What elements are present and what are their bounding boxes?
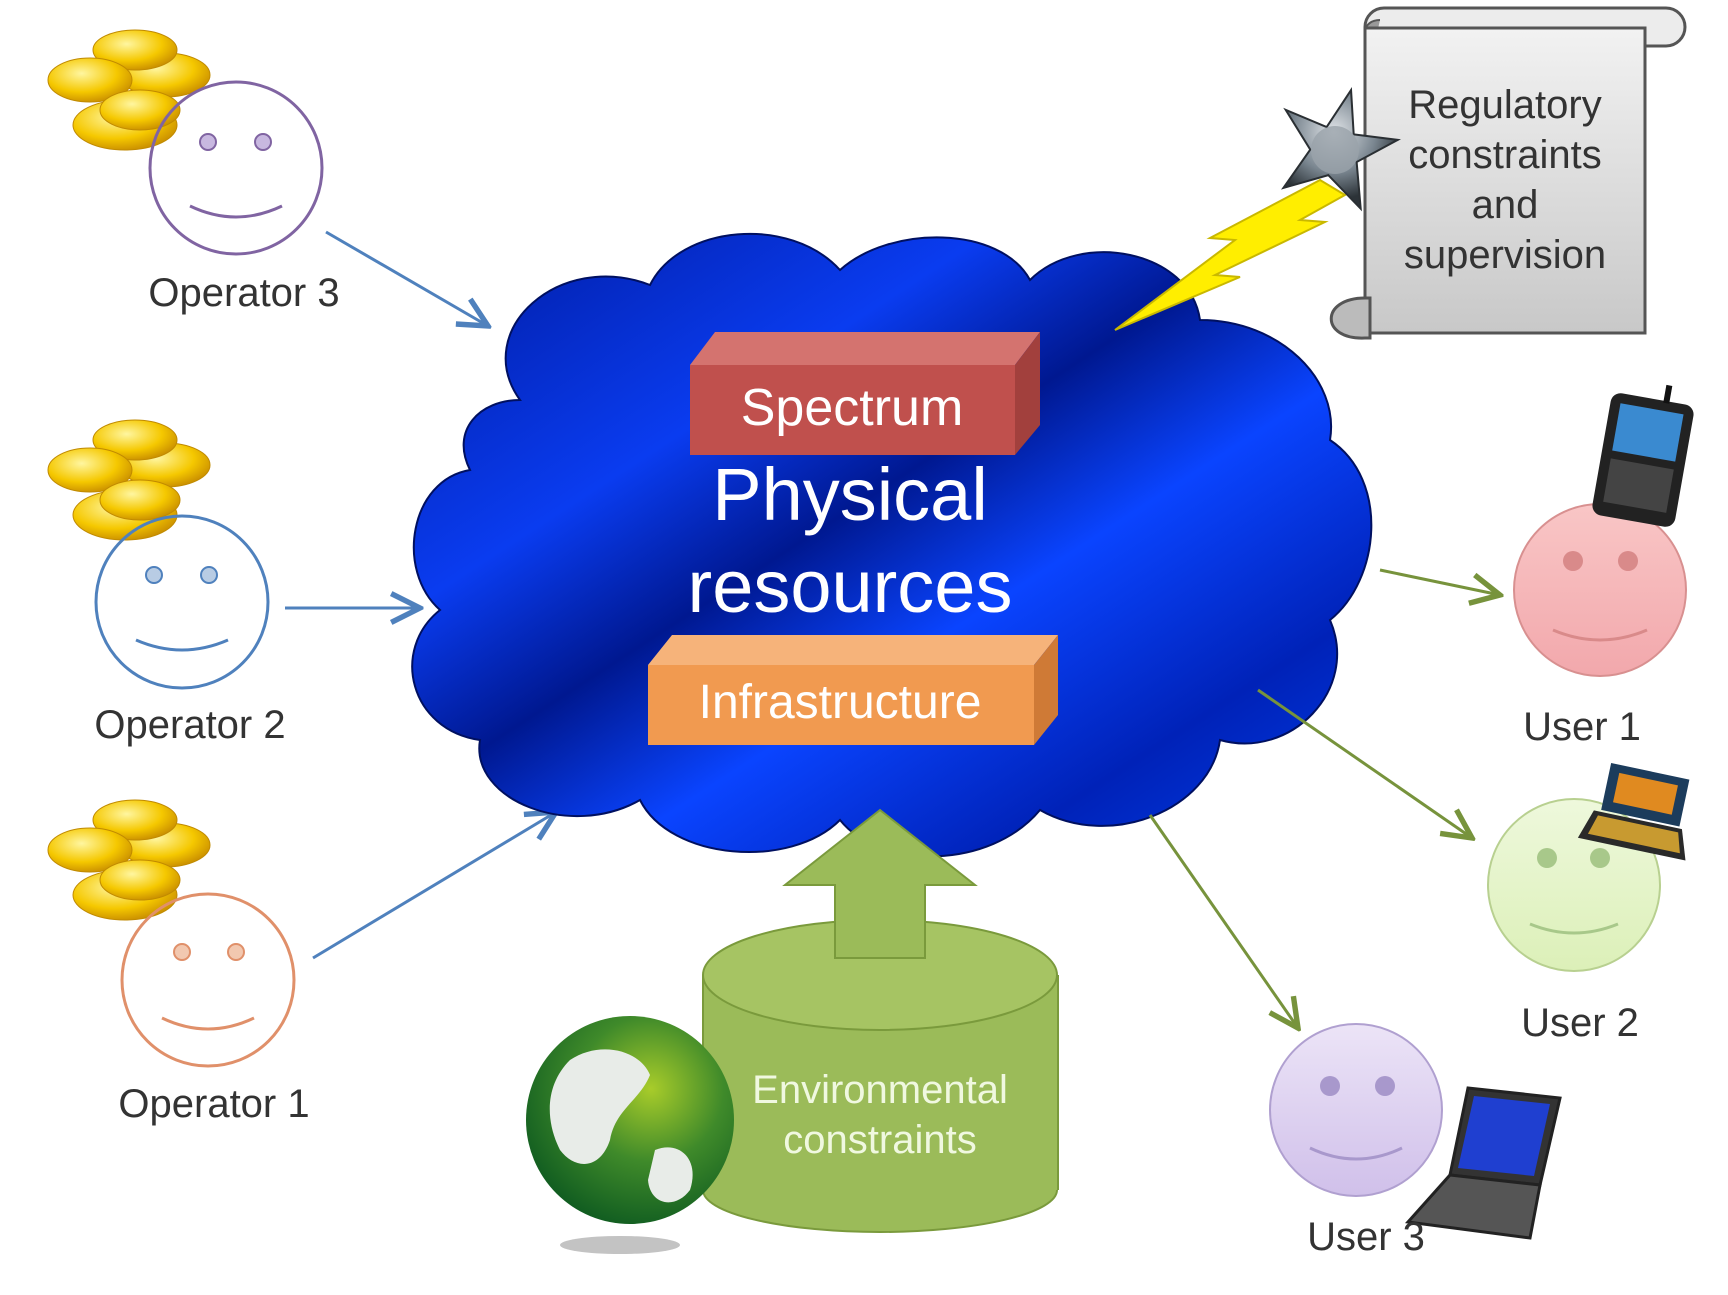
user-3: User 3 <box>1269 1023 1562 1259</box>
environmental-constraints-cylinder: Environmental constraints <box>702 919 1059 1233</box>
regulatory-line4: supervision <box>1404 233 1606 277</box>
operator-3-label: Operator 3 <box>148 271 339 315</box>
coins-icon <box>47 799 211 921</box>
environmental-line2: constraints <box>783 1118 976 1162</box>
operator-2: Operator 2 <box>47 419 286 747</box>
laptop-icon <box>1404 1086 1562 1240</box>
coins-icon <box>47 29 211 151</box>
arrow-cloud-to-user3 <box>1148 814 1298 1028</box>
operator-face <box>94 514 270 690</box>
user-face <box>1513 503 1687 677</box>
pda-icon <box>1577 762 1690 861</box>
environment-up-arrow <box>782 808 978 959</box>
sheriff-badge-icon <box>1280 87 1401 212</box>
lightning-bolt-icon <box>1114 178 1347 331</box>
regulatory-scroll: Regulatory constraints and supervision <box>1329 6 1687 340</box>
cloud-title-line1: Physical <box>712 453 988 536</box>
regulatory-line3: and <box>1472 183 1539 227</box>
arrow-operator1-to-cloud <box>312 812 556 960</box>
cloud-title-line2: resources <box>688 545 1013 628</box>
spectrum-block: Spectrum <box>690 332 1040 455</box>
regulatory-line2: constraints <box>1408 133 1601 177</box>
arrow-cloud-to-user1 <box>1379 568 1500 595</box>
user-1: User 1 <box>1513 384 1694 749</box>
environmental-line1: Environmental <box>752 1068 1008 1112</box>
operator-face <box>148 80 324 256</box>
arrow-operator3-to-cloud <box>325 230 488 326</box>
coins-icon <box>47 419 211 541</box>
operator-1-label: Operator 1 <box>118 1082 309 1126</box>
user-2-label: User 2 <box>1521 1001 1639 1045</box>
spectrum-label: Spectrum <box>741 379 964 437</box>
arrow-cloud-to-user2 <box>1257 688 1472 838</box>
user-2: User 2 <box>1487 762 1690 1045</box>
user-1-label: User 1 <box>1523 705 1641 749</box>
user-face <box>1269 1023 1443 1197</box>
operator-3: Operator 3 <box>47 29 340 315</box>
globe-icon <box>526 1016 734 1254</box>
smartphone-icon <box>1592 384 1694 527</box>
operator-2-label: Operator 2 <box>94 703 285 747</box>
operator-face <box>120 892 296 1068</box>
infrastructure-label: Infrastructure <box>699 676 982 729</box>
regulatory-line1: Regulatory <box>1408 83 1601 127</box>
user-3-label: User 3 <box>1307 1215 1425 1259</box>
infrastructure-block: Infrastructure <box>648 635 1058 745</box>
operator-1: Operator 1 <box>47 799 310 1126</box>
